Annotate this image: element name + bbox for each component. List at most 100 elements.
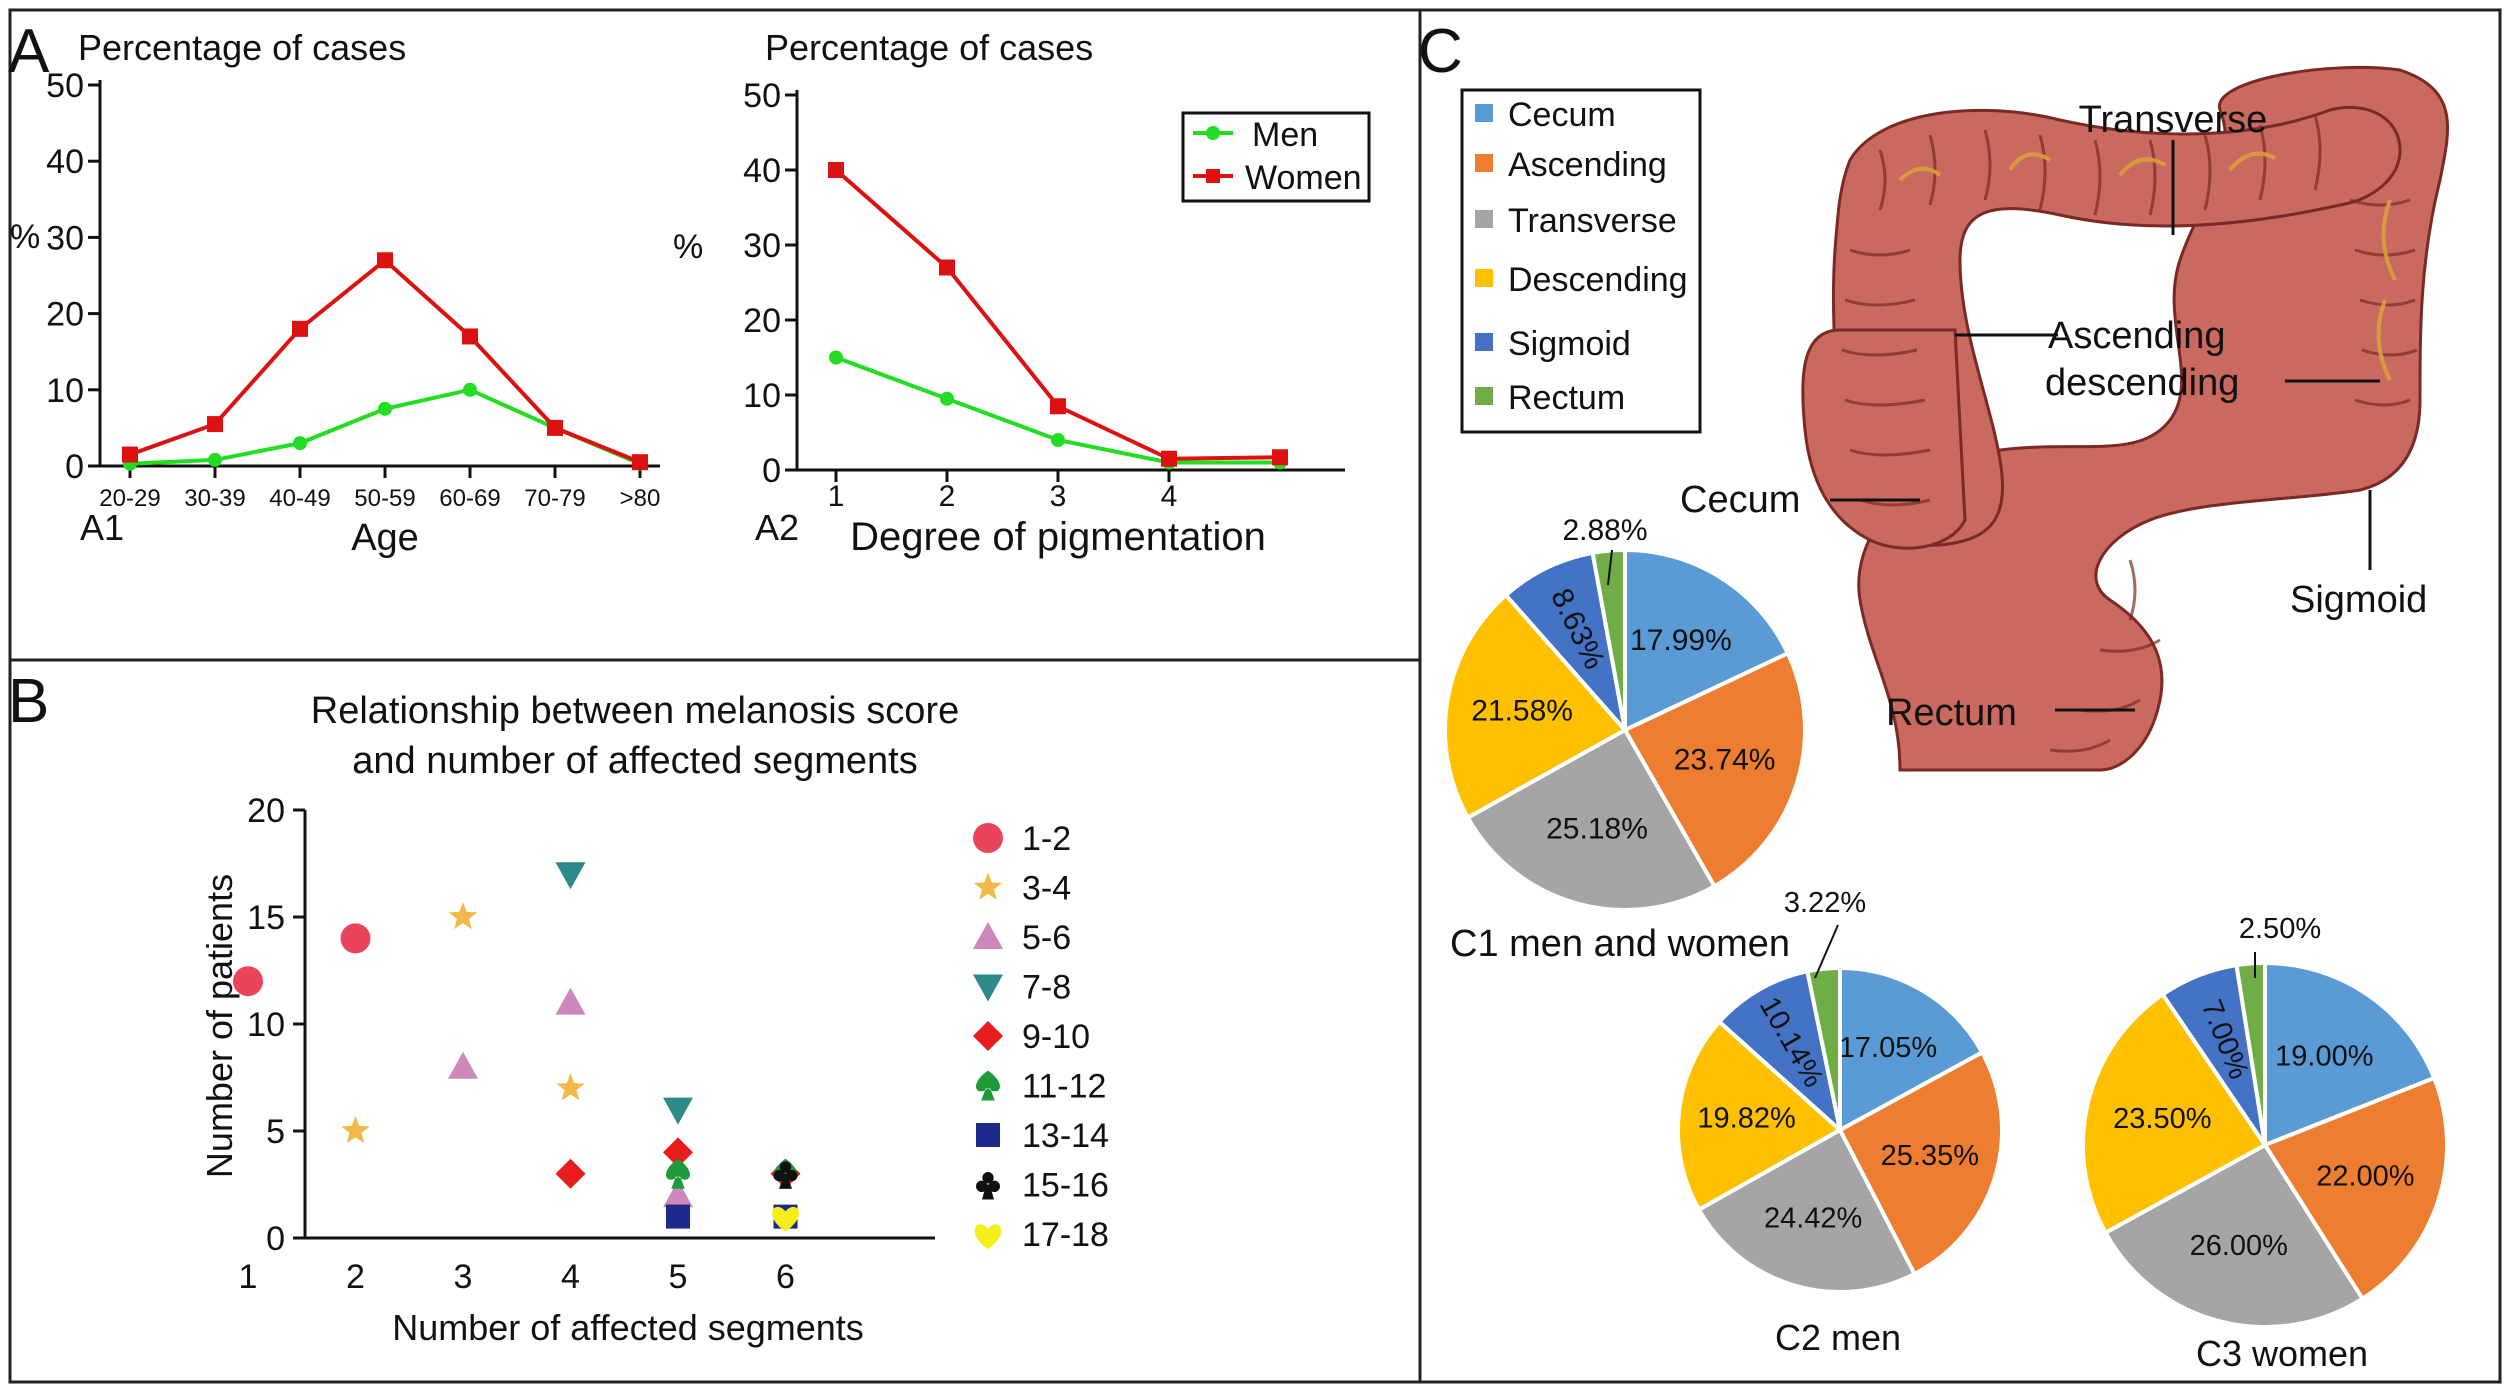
legend-marker-15-16-stem	[982, 1184, 994, 1200]
x-tick-label: >80	[620, 485, 661, 512]
legend-marker-1-2	[973, 823, 1003, 853]
pie-c1: 17.99%23.74%25.18%21.58%8.63%2.88%	[1443, 514, 1807, 912]
y-tick-label: 0	[266, 1220, 285, 1258]
scatter-point-1-2	[233, 966, 263, 997]
scatter-point-15-16-lobe	[779, 1161, 792, 1173]
colon-label-ascending: Ascending	[2048, 315, 2225, 357]
series-line-women	[834, 168, 1281, 461]
pie-label-cecum: 17.99%	[1630, 624, 1732, 657]
scatter-point-9-10	[663, 1137, 693, 1168]
y-tick-label: 10	[743, 377, 781, 415]
legend-marker-15-16-lobe	[988, 1180, 1000, 1193]
pie-slice-sigmoid	[1716, 968, 1844, 1136]
a1-ylabel: %	[10, 218, 40, 256]
y-tick-label: 50	[46, 67, 84, 105]
legend-marker-13-14	[976, 1123, 1000, 1147]
pie-legend-label-ascending: Ascending	[1508, 146, 1667, 184]
panel-a-frame	[8, 8, 1422, 662]
colon-label-cecum: Cecum	[1680, 479, 1800, 521]
scatter-point-3-4	[448, 902, 478, 930]
scatter-point-15-16-lobe	[773, 1169, 785, 1182]
scatter-point-5-6	[555, 987, 586, 1015]
y-tick-label: 0	[65, 448, 84, 486]
pie-slice-ascending	[1622, 650, 1807, 889]
legend-label-7-8: 7-8	[1022, 969, 1071, 1007]
legend-label-13-14: 13-14	[1022, 1117, 1109, 1155]
scatter-point-7-8	[663, 1097, 693, 1125]
point-women	[377, 252, 393, 269]
legend-marker-3-4	[973, 872, 1003, 900]
scatter-point-9-10	[555, 1158, 586, 1189]
point-women	[547, 419, 563, 436]
a2-legend: Men Women	[1181, 111, 1371, 203]
colon-cecum	[1801, 328, 1967, 550]
pie-label-ascending: 22.00%	[2316, 1160, 2414, 1192]
scatter-point-13-14	[666, 1204, 690, 1229]
x-tick-label: 2	[939, 480, 956, 513]
colon-label-transverse: Transverse	[2079, 99, 2268, 141]
point-men	[1051, 433, 1065, 447]
pie-label-rectum: 2.88%	[1562, 514, 1647, 547]
pie-label-ascending: 23.74%	[1674, 743, 1776, 776]
pie-legend-entries: CecumAscendingTransverseDescendingSigmoi…	[1475, 96, 1688, 417]
pie-slice-transverse	[1465, 727, 1718, 912]
y-tick-label: 30	[46, 219, 84, 257]
x-tick-label: 1	[828, 480, 845, 513]
point-women	[1161, 450, 1177, 467]
pie-label-rectum: 2.50%	[2239, 913, 2321, 945]
colon-pointers	[1830, 140, 2380, 712]
pie-slice-descending	[1676, 1018, 1844, 1213]
a2-xlabel: Degree of pigmentation	[850, 515, 1266, 559]
scatter-point-15-16-stem	[779, 1173, 792, 1189]
pie-slice-cecum	[2263, 960, 2437, 1148]
pie-legend-label-rectum: Rectum	[1508, 379, 1625, 417]
pie-legend-swatch-descending	[1475, 269, 1493, 287]
x-tick-label: 4	[1161, 480, 1178, 513]
pie-label-descending: 19.82%	[1697, 1102, 1795, 1134]
pie-legend: CecumAscendingTransverseDescendingSigmoi…	[1460, 88, 1702, 434]
x-tick-label: 3	[454, 1258, 473, 1296]
legend-label-17-18: 17-18	[1022, 1216, 1109, 1254]
point-men	[293, 436, 307, 451]
pie-label-descending: 21.58%	[1471, 694, 1573, 727]
point-men	[208, 452, 222, 467]
x-tick-label: 20-29	[99, 485, 160, 512]
legend-label-1-2: 1-2	[1022, 820, 1071, 858]
pie-slice-transverse	[1696, 1127, 1918, 1294]
x-tick-label: 4	[561, 1258, 580, 1296]
point-women	[828, 162, 844, 178]
legend-label-11-12: 11-12	[1022, 1068, 1106, 1106]
pie-slice-transverse	[2102, 1142, 2366, 1329]
legend-marker-11-12	[976, 1070, 1000, 1101]
pie-legend-swatch-rectum	[1475, 387, 1493, 405]
b-ylabel: Number of patients	[199, 874, 240, 1178]
y-tick-label: 20	[46, 296, 84, 334]
scatter-point-3-4	[556, 1073, 585, 1101]
scatter-point-5-6	[448, 1051, 478, 1079]
legend-marker-15-16-lobe	[982, 1172, 994, 1184]
point-men	[940, 391, 954, 406]
pie-label-descending: 23.50%	[2113, 1103, 2211, 1135]
a1-panel-label: A1	[80, 507, 124, 548]
y-tick-label: 30	[743, 227, 781, 265]
panel-c-frame	[1418, 8, 2502, 1384]
pie-legend-swatch-sigmoid	[1475, 333, 1493, 351]
a2-title: Percentage of cases	[765, 27, 1093, 68]
y-tick-label: 0	[762, 452, 781, 490]
point-women	[292, 320, 308, 337]
pie-c2-caption: C2 men	[1775, 1317, 1901, 1358]
pie-slice-rectum	[2234, 960, 2267, 1146]
scatter-point-7-8	[555, 862, 586, 890]
pie-c3: 19.00%22.00%26.00%23.50%7.00%2.50%	[2081, 913, 2449, 1329]
scatter-point-11-12	[666, 1158, 690, 1189]
legend-label-9-10: 9-10	[1022, 1018, 1090, 1056]
a1-title: Percentage of cases	[78, 27, 406, 68]
point-women	[462, 328, 478, 345]
legend-label-15-16: 15-16	[1022, 1167, 1109, 1205]
pie-slice-descending	[1443, 592, 1629, 821]
legend-men-label: Men	[1252, 116, 1318, 154]
scatter-point-15-16	[773, 1161, 798, 1189]
panel-letter-b: B	[8, 667, 49, 736]
